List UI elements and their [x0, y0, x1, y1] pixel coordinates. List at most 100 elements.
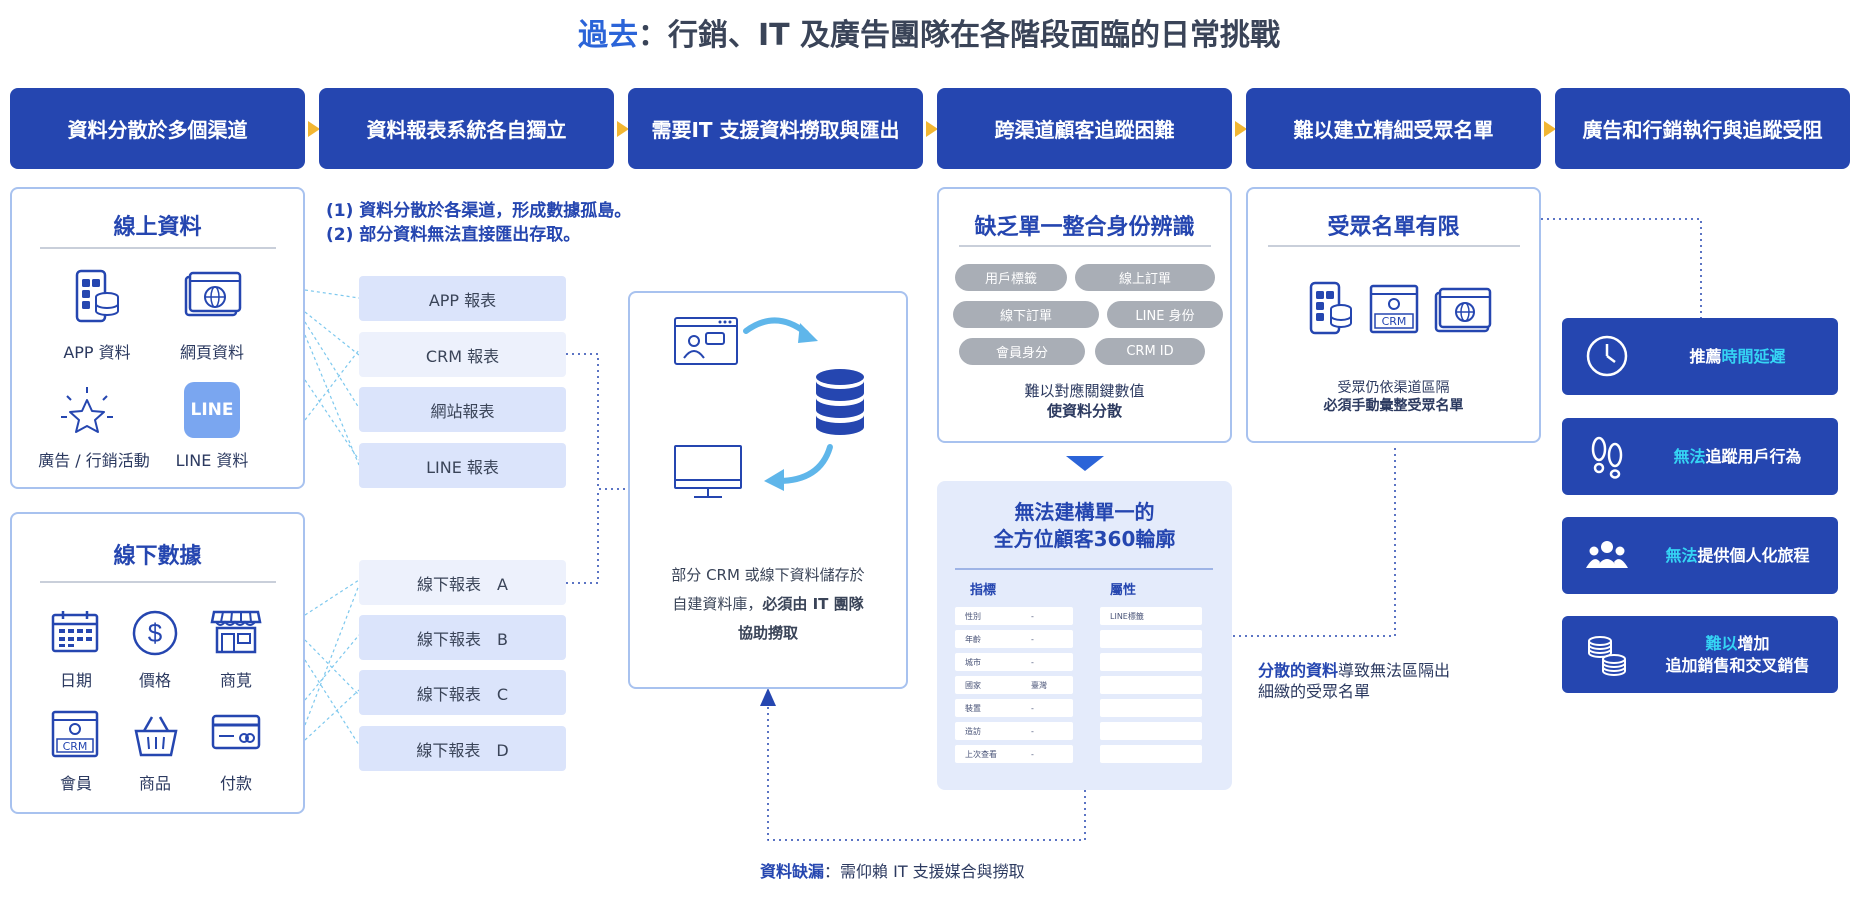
web-browser-globe-icon: [184, 271, 242, 317]
audience-caption-1: 受眾仍依渠道區隔: [1337, 380, 1450, 396]
crm-icon: CRM: [1369, 284, 1419, 334]
result-segment: 追加銷售和交叉銷售: [1665, 655, 1810, 675]
result-highlight: 難以: [1705, 633, 1738, 653]
stage-6: 廣告和行銷執行與追蹤受阻: [1555, 88, 1850, 169]
people-group-icon: [1586, 541, 1628, 568]
audience-caption-2: 必須手動彙整受眾名單: [1323, 398, 1464, 414]
browser-chat-icon: [674, 317, 738, 365]
it-support-text: 部分 CRM 或線下資料儲存於 自建資料庫，必須由 IT 團隊 協助撈取: [630, 561, 906, 648]
online-data-title: 線上資料: [113, 215, 202, 240]
result-text: 無法追蹤用戶行為: [1647, 418, 1828, 495]
stage-arrow-icon: [1235, 121, 1247, 137]
audience-title: 受眾名單有限: [1327, 215, 1460, 240]
storefront-icon: [210, 610, 262, 654]
credit-card-icon: [211, 714, 261, 750]
result-line: 無法提供個人化旅程: [1665, 545, 1809, 567]
stage-arrow-icon: [926, 121, 938, 137]
stage-4: 跨渠道顧客追蹤困難: [937, 88, 1232, 169]
profile-row-attr: [1100, 630, 1202, 648]
down-arrow-icon: [1066, 456, 1104, 471]
result-highlight: 無法: [1673, 446, 1706, 466]
audience-caption: 受眾仍依渠道區隔 必須手動彙整受眾名單: [1248, 379, 1539, 415]
flow-arrow-icon: [764, 444, 833, 491]
mobile-database-icon: [75, 269, 119, 323]
stage-arrow-icon: [308, 121, 320, 137]
profile-row-attr: [1100, 699, 1202, 717]
scattered-caption-line: 分散的資料導致無法區隔出: [1258, 660, 1450, 681]
online-item-label: 廣告 / 行銷活動: [38, 451, 150, 470]
result-text: 推薦時間延遲: [1647, 318, 1828, 395]
identity-caption: 難以對應關鍵數值 使資料分散: [939, 381, 1230, 421]
profile-row-metric: 造訪-: [955, 722, 1073, 740]
profile-row-metric: 國家臺灣: [955, 676, 1073, 694]
profile-row-attr: [1100, 745, 1202, 763]
offline-item-label: 商品: [138, 774, 171, 793]
web-browser-globe-icon: [1434, 287, 1492, 333]
profile-row-value: -: [1031, 611, 1034, 621]
it-text-bold: 必須由 IT 團隊: [762, 595, 864, 613]
database-icon: [816, 369, 864, 435]
profile-row-metric: 年齡-: [955, 630, 1073, 648]
divider: [955, 568, 1213, 570]
result-card-journey: 無法提供個人化旅程: [1562, 517, 1838, 594]
svg-text:$: $: [148, 618, 163, 648]
result-line: 難以增加: [1705, 633, 1769, 655]
profile-title: 無法建構單一的 全方位顧客360輪廓: [937, 499, 1232, 553]
profile-row-key: 上次查看: [965, 749, 997, 759]
profile-row-value: -: [1031, 703, 1034, 713]
scattered-bold: 分散的資料: [1258, 661, 1339, 680]
stage-1: 資料分散於多個渠道: [10, 88, 305, 169]
identity-caption-1: 難以對應關鍵數值: [1024, 382, 1145, 400]
report-item: 線下報表 A: [359, 560, 566, 605]
profile-col-attr: 屬性: [1110, 583, 1137, 598]
identity-tag: CRM ID: [1095, 338, 1205, 365]
report-item: 線下報表 D: [359, 726, 566, 771]
profile-row-attr: [1100, 676, 1202, 694]
profile-row-value: -: [1031, 726, 1034, 736]
result-highlight: 時間延遲: [1721, 346, 1786, 366]
online-item-label: APP 資料: [63, 343, 131, 362]
identity-title: 缺乏單一整合身份辨識: [974, 215, 1195, 240]
crm-icon: CRM: [51, 710, 99, 758]
report-item: 線下報表 C: [359, 670, 566, 715]
it-text-line-2: 自建資料庫，必須由 IT 團隊: [630, 590, 906, 619]
profile-row-value: -: [1031, 634, 1034, 644]
flow-arrow-icon: [743, 317, 818, 343]
line-logo-icon: LINE: [184, 382, 240, 438]
title-rest: ：行銷、IT 及廣告團隊在各階段面臨的日常挑戰: [637, 18, 1281, 53]
divider: [959, 245, 1211, 247]
profile-row-metric: 裝置-: [955, 699, 1073, 717]
monitor-icon: [674, 445, 742, 498]
star-sparkle-icon: [61, 387, 113, 433]
stage-3: 需要IT 支援資料撈取與匯出: [628, 88, 923, 169]
profile-row-attr: [1100, 653, 1202, 671]
scattered-rest: 導致無法區隔出: [1338, 661, 1451, 680]
profile-row-metric: 城市-: [955, 653, 1073, 671]
stage-arrow-icon: [617, 121, 629, 137]
identity-tag: 線上訂單: [1075, 264, 1215, 291]
result-segment: 追蹤用戶行為: [1705, 446, 1802, 466]
profile-col-metric: 指標: [970, 583, 997, 598]
report-item: LINE 報表: [359, 443, 566, 488]
result-card-sales: 難以增加追加銷售和交叉銷售: [1562, 616, 1838, 693]
identity-tag: 線下訂單: [953, 301, 1099, 328]
offline-item-label: 商莧: [219, 671, 252, 690]
calendar-icon: [51, 611, 99, 653]
stage-2: 資料報表系統各自獨立: [319, 88, 614, 169]
identity-caption-2: 使資料分散: [1046, 402, 1122, 420]
result-line: 無法追蹤用戶行為: [1673, 446, 1801, 468]
offline-item-label: 會員: [59, 774, 92, 793]
result-line: 追加銷售和交叉銷售: [1665, 655, 1809, 677]
online-data-panel: 線上資料 APP 資料 網頁資料 廣告 / 行銷活動 LINE LINE 資料: [10, 187, 305, 489]
profile-title-1: 無法建構單一的: [1014, 500, 1155, 524]
dollar-coin-icon: $: [132, 610, 178, 656]
profile-row-key: 國家: [965, 680, 981, 690]
crm-icon-text: CRM: [1382, 315, 1407, 328]
data-gap-caption: 資料缺漏：需仰賴 IT 支援媒合與撈取: [760, 858, 1025, 882]
it-text-line: 部分 CRM 或線下資料儲存於: [671, 566, 865, 584]
divider: [40, 247, 276, 249]
result-segment: 提供個人化旅程: [1697, 545, 1810, 565]
result-text: 無法提供個人化旅程: [1647, 517, 1828, 594]
divider: [40, 581, 276, 583]
crm-icon-text: CRM: [63, 740, 88, 753]
